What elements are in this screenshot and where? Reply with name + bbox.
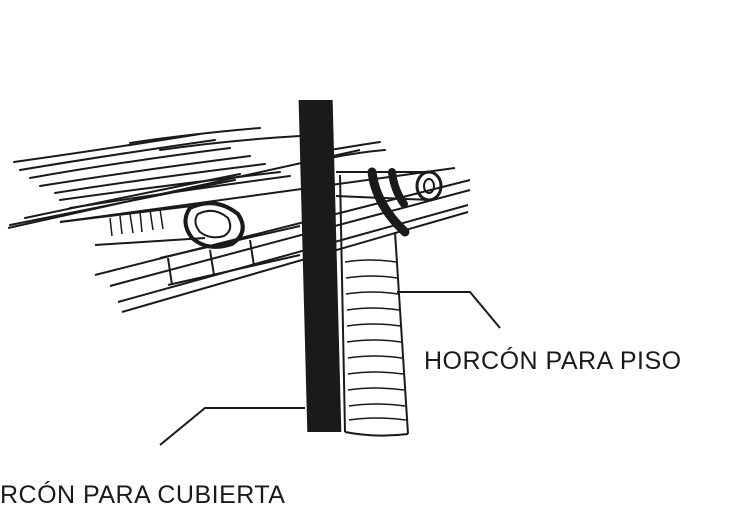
small-log: [335, 170, 443, 202]
rope-lashing: [367, 167, 410, 237]
floor-post-label: HORCÓN PARA PISO: [424, 346, 682, 375]
floor-post-leader: [397, 291, 501, 329]
lower-log: [159, 225, 301, 286]
roof-post: [298, 100, 342, 432]
roof-post-leader: [159, 407, 305, 446]
roof-post-label: RCÓN PARA CUBIERTA: [0, 480, 285, 509]
floor-post: [339, 174, 409, 437]
log-cut-end: [59, 201, 245, 249]
